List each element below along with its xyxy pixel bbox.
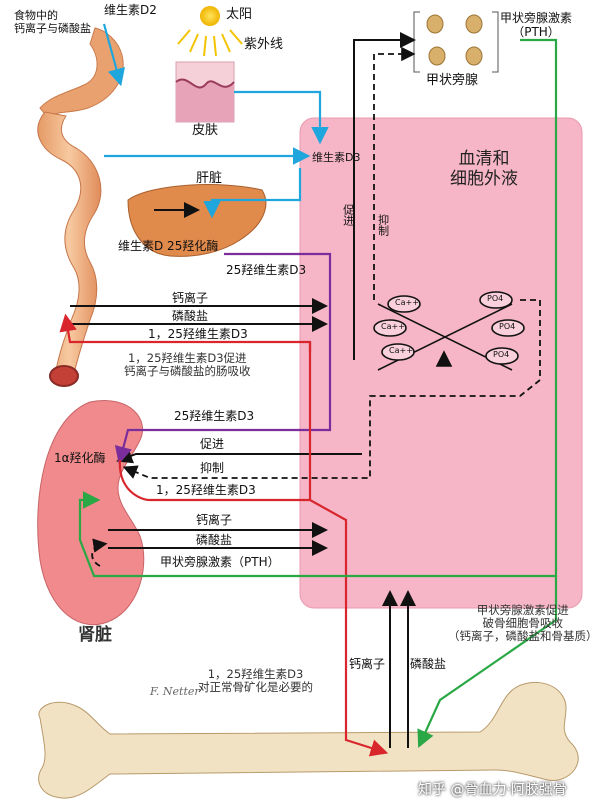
- gut-phosphate-label: 磷酸盐: [172, 309, 209, 323]
- vitamin-d3-label: 维生素D3: [312, 151, 361, 164]
- vitamin-d-25-hydroxylase-label: 维生素D 25羟化酶: [118, 239, 219, 253]
- ca-ion-1: Ca++: [395, 298, 419, 307]
- kidney-pth-label: 甲状旁腺激素（PTH）: [160, 555, 280, 569]
- promote-vertical-label: 促进: [341, 204, 355, 226]
- po4-ion-1: PO4: [487, 294, 504, 303]
- kidney-phosphate-label: 磷酸盐: [196, 533, 233, 547]
- parathyroid-glands: [413, 11, 499, 73]
- ion-balance: [373, 291, 525, 371]
- bone-calcium-label: 钙离子: [349, 657, 386, 671]
- 1a-hydroxylase-label: 1α羟化酶: [54, 451, 106, 465]
- bone-phosphate-label: 磷酸盐: [410, 657, 447, 671]
- bone-mineralization-note: 1，25羟维生素D3 对正常骨矿化是必要的: [198, 667, 313, 695]
- vitamin-d2-label: 维生素D2: [104, 3, 157, 17]
- po4-ion-3: PO4: [493, 350, 510, 359]
- gut-absorption-note: 1，25羟维生素D3促进 钙离子与磷酸盐的肠吸收: [124, 351, 251, 379]
- ca-ion-2: Ca++: [381, 322, 405, 331]
- sun-icon: [177, 6, 243, 57]
- serum-label: 血清和 细胞外液: [450, 149, 518, 189]
- liver: [127, 184, 267, 257]
- gut-calcium-label: 钙离子: [172, 291, 209, 305]
- ca-ion-3: Ca++: [389, 346, 413, 355]
- kidney-25-oh-d3-label: 25羟维生素D3: [174, 409, 255, 423]
- pth-title: 甲状旁腺激素 （PTH）: [500, 11, 573, 39]
- sun-label: 太阳: [226, 7, 253, 22]
- uv-label: 紫外线: [244, 37, 284, 52]
- inhibit-vertical-label: 抑制: [376, 214, 390, 236]
- 25-oh-d3-label: 25羟维生素D3: [226, 263, 307, 277]
- skin-image: [175, 61, 235, 123]
- kidney-label: 肾脏: [78, 625, 112, 645]
- bone: [38, 682, 579, 799]
- intestine-cross-section: [49, 365, 79, 387]
- parathyroid-label: 甲状旁腺: [426, 73, 479, 88]
- promote-label: 促进: [200, 437, 225, 451]
- pth-bone-note: 甲状旁腺激素促进 破骨细胞骨吸收 （钙离子，磷酸盐和骨基质）: [448, 603, 598, 644]
- stomach: [39, 27, 124, 119]
- netter-signature: F. Netter: [150, 685, 200, 698]
- zhihu-watermark: 知乎 @骨血力·阿胶强骨: [418, 782, 567, 798]
- gut-125-oh-d3-label: 1，25羟维生素D3: [148, 327, 248, 341]
- skin-label: 皮肤: [192, 123, 219, 138]
- kidney-calcium-label: 钙离子: [196, 513, 233, 527]
- kidney-125-oh-d3-label: 1，25羟维生素D3: [156, 483, 256, 497]
- po4-ion-2: PO4: [499, 322, 516, 331]
- liver-label: 肝脏: [196, 171, 223, 186]
- food-label: 食物中的 钙离子与磷酸盐: [14, 9, 91, 35]
- inhibit-label: 抑制: [200, 461, 225, 475]
